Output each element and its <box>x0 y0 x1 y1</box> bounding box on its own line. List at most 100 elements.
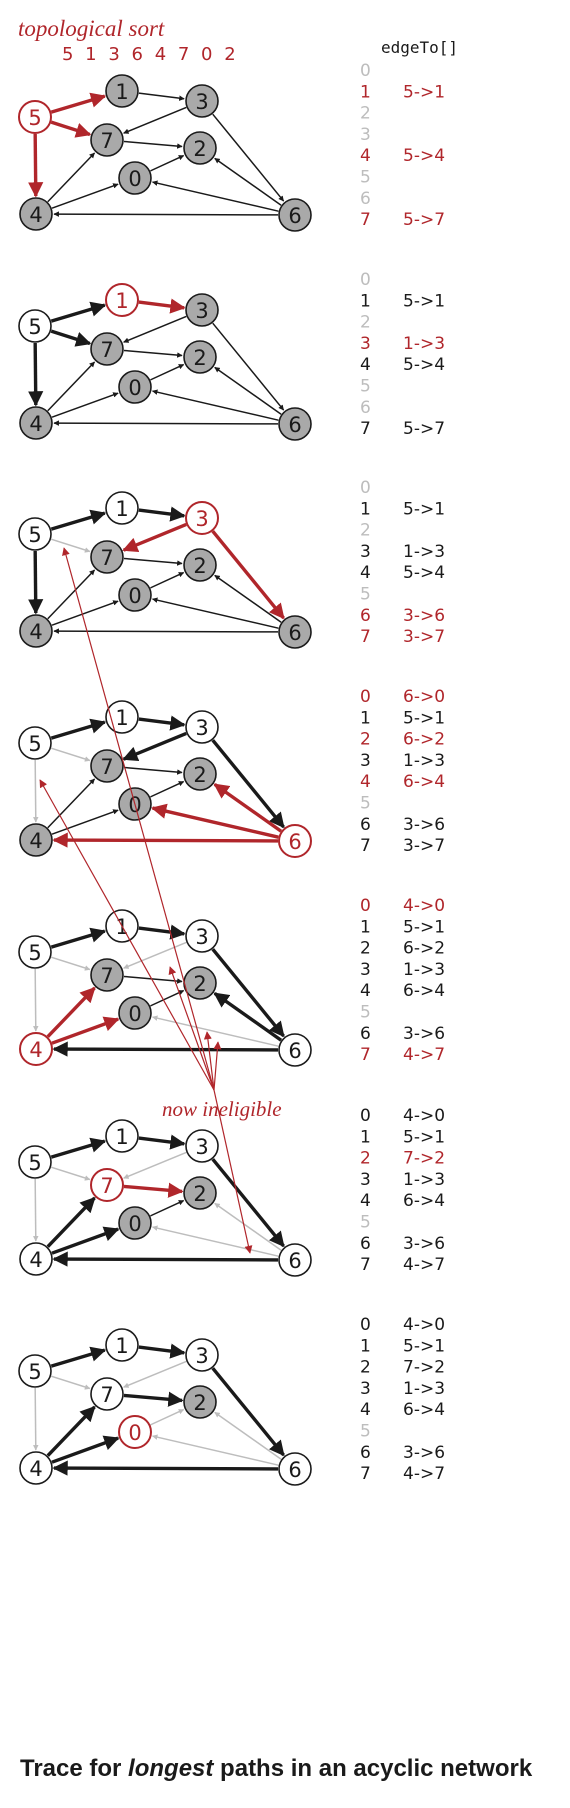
edgeto-edge: 3->6 <box>403 1024 445 1044</box>
edgeto-edge: 5->4 <box>403 355 445 375</box>
edgeto-vertex: 5 <box>360 168 371 188</box>
edge-6-2 <box>214 574 282 623</box>
edgeto-vertex: 2 <box>360 104 371 124</box>
edgeto-edge: 6->4 <box>403 981 445 1001</box>
vertex-circle <box>18 309 52 343</box>
edgeto-edge: 6->4 <box>403 1400 445 1420</box>
vertex-5: 5 <box>18 935 52 969</box>
edge-6-2 <box>214 1411 282 1460</box>
edge-6-0 <box>152 597 279 629</box>
vertex-0: 0 <box>118 370 152 404</box>
vertex-circle <box>185 84 219 118</box>
vertex-0: 0 <box>118 1206 152 1240</box>
vertex-label: 3 <box>195 299 208 323</box>
edge-5-7 <box>50 120 92 138</box>
edgeto-vertex: 2 <box>360 1358 371 1378</box>
edgeto-vertex: 1 <box>360 1336 371 1356</box>
edgeto-vertex: 7 <box>360 419 371 439</box>
vertex-5: 5 <box>18 1145 52 1179</box>
vertex-circle <box>183 757 217 791</box>
vertex-label: 3 <box>195 925 208 949</box>
vertex-6: 6 <box>278 615 312 649</box>
edgeto-vertex: 1 <box>360 1127 371 1147</box>
edgeto-edge: 5->1 <box>403 82 445 102</box>
edgeto-vertex: 6 <box>360 815 371 835</box>
vertex-2: 2 <box>183 757 217 791</box>
vertex-label: 5 <box>28 732 41 756</box>
edge-6-2 <box>214 157 282 206</box>
edge-6-2 <box>213 782 283 833</box>
vertex-5: 5 <box>18 100 52 134</box>
edgeto-row: 5 <box>360 1003 371 1023</box>
sort-title: topological sort <box>18 16 165 41</box>
edgeto-vertex: 3 <box>360 1170 371 1190</box>
vertex-label: 0 <box>128 1002 141 1026</box>
vertex-circle <box>185 710 219 744</box>
edge-3-6 <box>211 739 285 829</box>
vertex-circle <box>278 615 312 649</box>
vertex-circle <box>278 1033 312 1067</box>
edge-5-1 <box>50 1137 107 1159</box>
vertex-label: 2 <box>193 137 206 161</box>
vertex-3: 3 <box>185 501 219 535</box>
edgeto-edge: 4->7 <box>403 1255 445 1275</box>
vertex-circle <box>19 406 53 440</box>
edge-6-0 <box>151 803 279 839</box>
edgeto-vertex: 7 <box>360 1464 371 1484</box>
edgeto-edge: 3->6 <box>403 1234 445 1254</box>
ineligible-annotation: now ineligible <box>39 547 282 1254</box>
edge-4-0 <box>51 1226 120 1255</box>
edgeto-vertex: 5 <box>360 585 371 605</box>
edgeto-row: 5 <box>360 377 371 397</box>
vertex-circle <box>90 332 124 366</box>
vertex-label: 7 <box>100 129 113 153</box>
edge-1-3 <box>138 924 186 940</box>
edge-0-2 <box>150 154 185 172</box>
edge-0-2 <box>150 1199 185 1217</box>
edge-5-1 <box>50 509 107 531</box>
vertex-label: 3 <box>195 1135 208 1159</box>
edge-5-1 <box>50 92 107 114</box>
vertex-circle <box>19 614 53 648</box>
edge-3-7 <box>123 1151 187 1179</box>
vertex-4: 4 <box>19 197 53 231</box>
edge-3-7 <box>122 731 187 762</box>
vertex-circle <box>19 1032 53 1066</box>
vertex-3: 3 <box>185 710 219 744</box>
edge-6-0 <box>152 1225 279 1257</box>
sort-order: 5 1 3 6 4 7 0 2 <box>62 44 239 65</box>
edge-5-4 <box>28 133 44 198</box>
edgeto-edge: 3->6 <box>403 815 445 835</box>
vertex-4: 4 <box>19 1032 53 1066</box>
edgeto-row: 5 <box>360 1213 371 1233</box>
edgeto-edge: 1->3 <box>403 1379 445 1399</box>
edgeto-row: 0 <box>360 478 371 498</box>
edgeto-row: 6 3->6 <box>360 1024 445 1044</box>
vertex-label: 1 <box>115 289 128 313</box>
edgeto-edge: 4->0 <box>403 1315 445 1335</box>
edge-7-2 <box>123 140 183 149</box>
edge-5-7 <box>50 747 91 762</box>
edgeto-edge: 4->7 <box>403 1045 445 1065</box>
vertex-0: 0 <box>118 578 152 612</box>
edgeto-vertex: 5 <box>360 377 371 397</box>
edge-6-0 <box>152 180 279 212</box>
ineligible-label: now ineligible <box>162 1097 282 1121</box>
edgeto-column-title: edgeTo[] <box>381 38 458 57</box>
edgeto-vertex: 6 <box>360 1024 371 1044</box>
edgeto-vertex: 3 <box>360 542 371 562</box>
edge-4-0 <box>51 183 119 209</box>
